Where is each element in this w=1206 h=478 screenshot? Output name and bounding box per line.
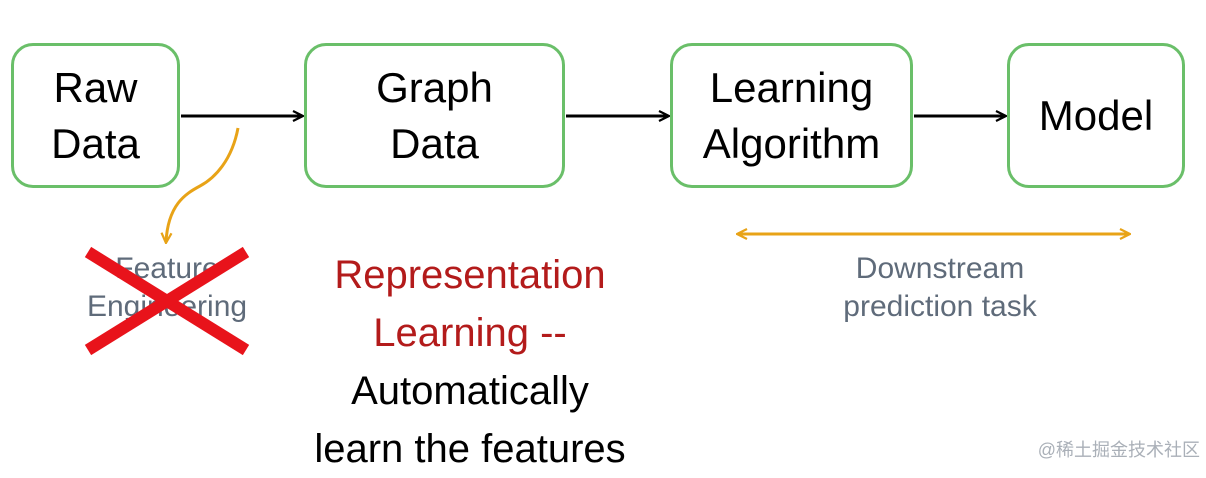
arrow-feature-engineering-curve	[166, 127, 240, 242]
node-graph-line-2: Data	[390, 119, 479, 167]
node-graph-data: Graph Data	[304, 43, 565, 188]
downstream-line-2: prediction task	[843, 290, 1037, 323]
watermark: @稀土掘金技术社区	[1037, 440, 1200, 460]
node-model: Model	[1007, 43, 1185, 188]
node-learning-algorithm: Learning Algorithm	[670, 43, 913, 188]
node-raw-data: Raw Data	[11, 43, 180, 188]
representation-line-2: Learning --	[373, 311, 567, 355]
node-graph-line-1: Graph	[376, 63, 493, 111]
node-raw-line-2: Data	[51, 119, 140, 167]
node-learn-line-1: Learning	[709, 63, 874, 111]
representation-line-4: learn the features	[314, 427, 626, 471]
representation-line-1: Representation	[334, 253, 606, 297]
representation-line-3: Automatically	[351, 369, 589, 413]
cross-line-2	[84, 246, 250, 356]
node-raw-line-1: Raw	[53, 63, 138, 111]
downstream-line-1: Downstream	[855, 252, 1025, 285]
representation-learning-text: Representation Learning -- Automatically…	[240, 246, 700, 478]
node-model-line-1: Model	[1038, 91, 1154, 139]
node-learn-line-2: Algorithm	[702, 119, 881, 167]
downstream-task-label: Downstream prediction task	[790, 250, 1090, 326]
